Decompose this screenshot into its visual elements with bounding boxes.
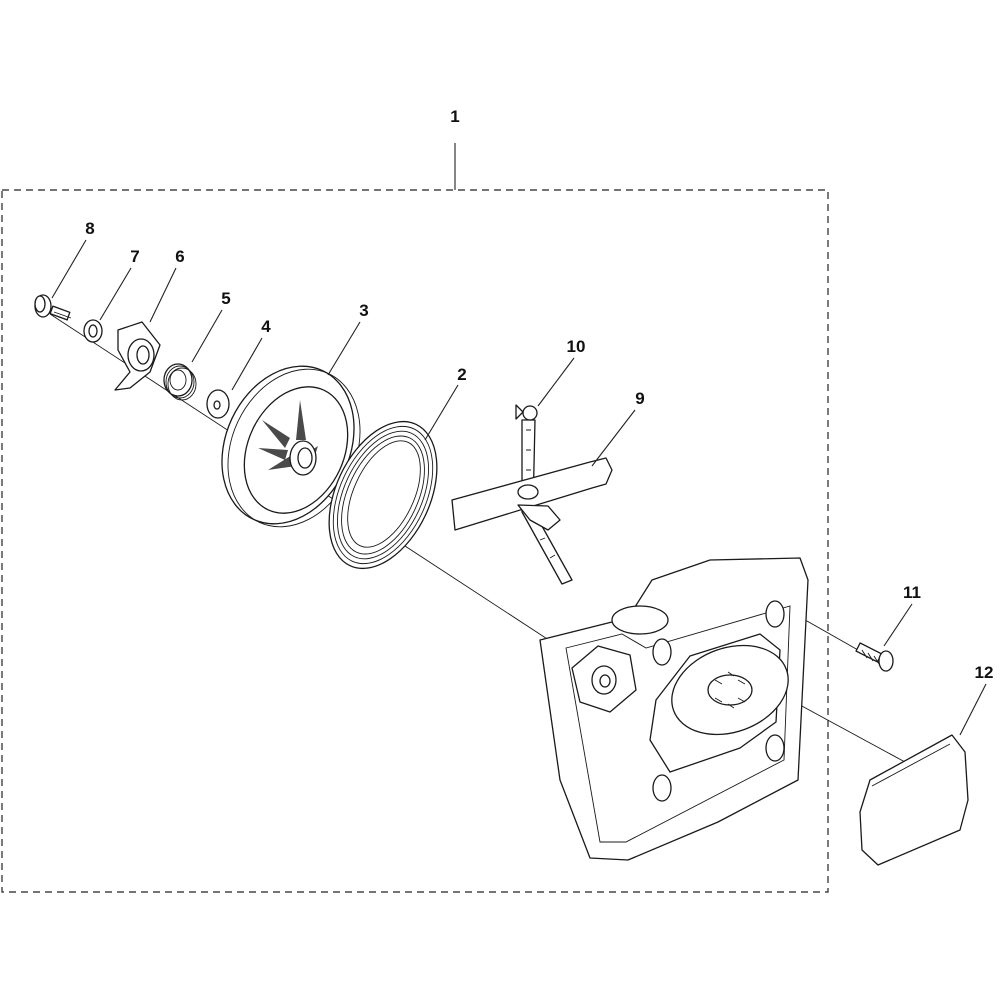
callout-11: 11 bbox=[903, 583, 921, 602]
part-3-pulley bbox=[221, 365, 361, 528]
leader-11 bbox=[883, 603, 913, 647]
part-5-spring bbox=[163, 363, 197, 401]
leader-2 bbox=[424, 384, 459, 441]
part-12-cover bbox=[859, 734, 969, 866]
leader-9 bbox=[591, 409, 636, 467]
callout-10: 10 bbox=[567, 337, 586, 356]
callout-4: 4 bbox=[261, 317, 271, 336]
starter-housing bbox=[539, 557, 809, 861]
part-8-screw bbox=[34, 294, 72, 321]
callout-9: 9 bbox=[635, 389, 644, 408]
assembly-boundary bbox=[1, 189, 829, 893]
part-2-recoil-spring bbox=[328, 420, 438, 570]
leader-3 bbox=[327, 321, 361, 376]
callout-6: 6 bbox=[175, 247, 184, 266]
callout-1: 1 bbox=[450, 107, 459, 126]
callout-2: 2 bbox=[457, 365, 466, 384]
part-4-washer bbox=[206, 389, 230, 419]
part-6-pawl bbox=[114, 321, 161, 391]
part-9-handle bbox=[451, 457, 613, 531]
leader-4 bbox=[231, 337, 263, 391]
callout-8: 8 bbox=[85, 219, 94, 238]
callout-3: 3 bbox=[359, 301, 368, 320]
leader-7 bbox=[99, 267, 132, 321]
leader-12 bbox=[959, 683, 987, 736]
leader-5 bbox=[191, 309, 223, 363]
callout-12: 12 bbox=[975, 663, 994, 682]
part-11-screw bbox=[855, 642, 894, 672]
leader-10 bbox=[537, 357, 575, 407]
leader-6 bbox=[149, 267, 177, 323]
callout-7: 7 bbox=[130, 247, 139, 266]
leader-8 bbox=[51, 239, 87, 299]
callout-5: 5 bbox=[221, 289, 230, 308]
part-7-washer bbox=[83, 319, 103, 343]
